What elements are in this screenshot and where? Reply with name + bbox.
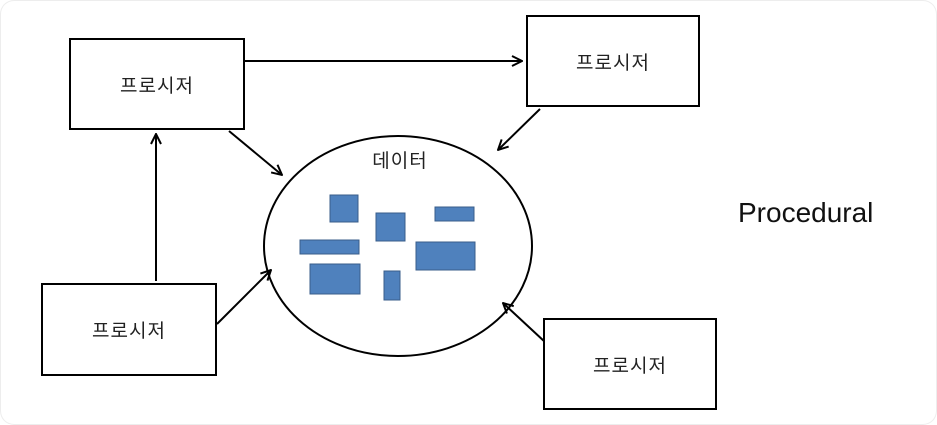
procedure-label: 프로시저 [120,74,194,97]
procedure-box-bottom-left: 프로시저 [41,283,217,376]
data-block [383,270,401,301]
arrow-bottomright-to-data [503,303,546,343]
procedural-label: Procedural [738,197,874,228]
data-block [434,206,475,222]
arrow-topright-to-data [498,108,541,150]
procedure-box-top-left: 프로시저 [69,38,245,130]
data-block [299,239,360,255]
data-circle [263,135,533,357]
procedure-box-bottom-right: 프로시저 [543,318,717,410]
procedure-box-top-right: 프로시저 [526,15,700,107]
data-block [415,241,476,271]
data-label: 데이터 [372,150,428,172]
data-blocks [299,194,476,301]
procedure-label: 프로시저 [92,320,166,342]
procedure-label: 프로시저 [576,51,650,74]
data-block [329,194,359,223]
arrow-bottomleft-to-data [216,270,271,325]
arrow-topleft-to-data [228,130,282,175]
data-block [375,212,406,242]
procedure-label: 프로시저 [593,354,667,377]
data-block [309,263,361,295]
